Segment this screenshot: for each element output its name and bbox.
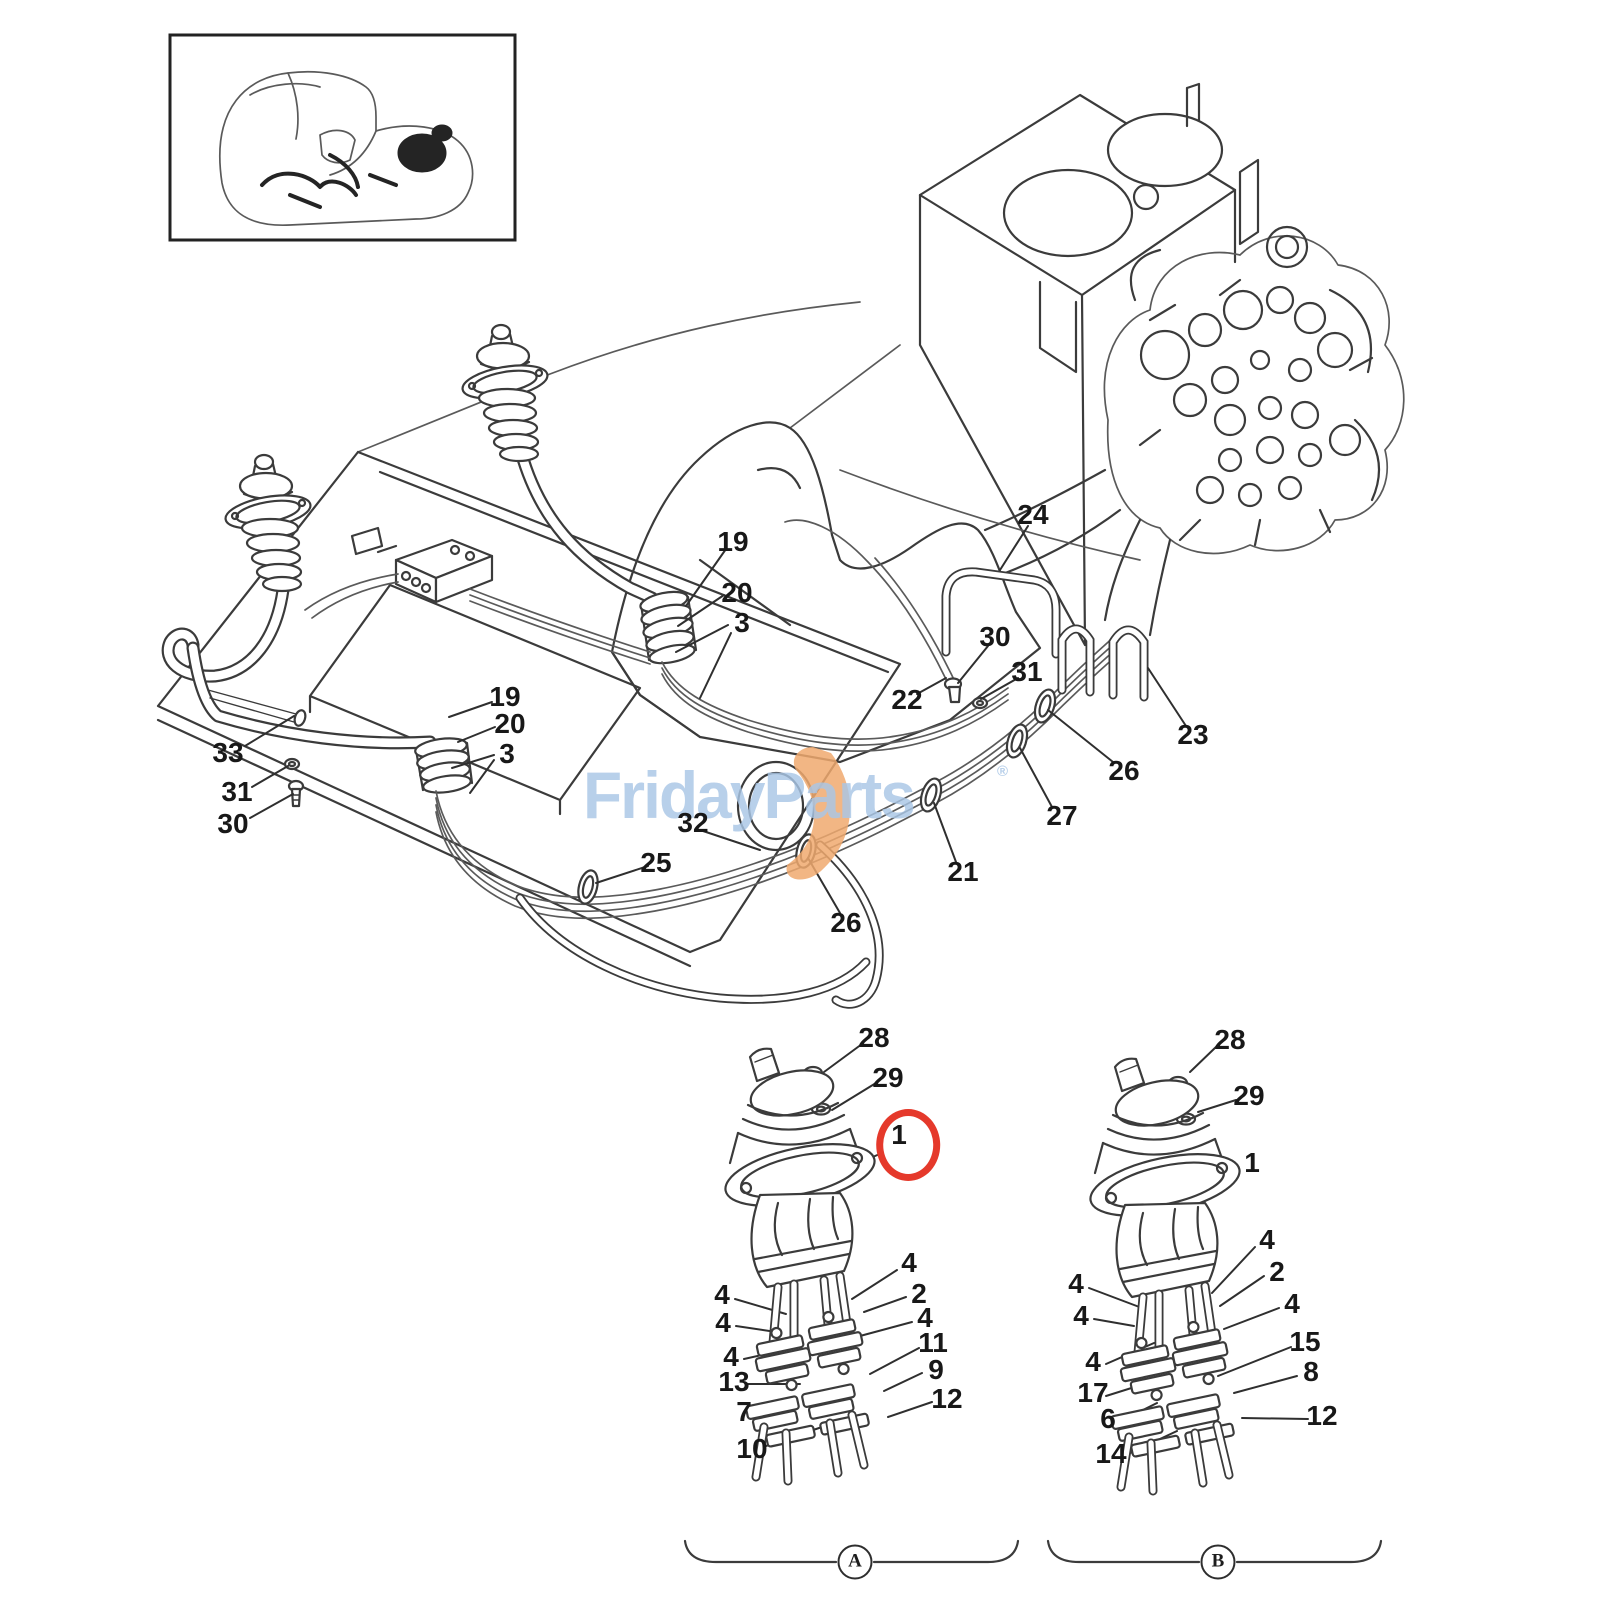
pump-cluster bbox=[983, 225, 1405, 637]
group-braces bbox=[683, 1539, 1383, 1564]
leader-lines bbox=[244, 525, 1309, 1457]
tube-guides-and-clamps bbox=[207, 519, 1149, 907]
floor-plate bbox=[156, 450, 902, 968]
manifold-block bbox=[350, 526, 494, 604]
bellows-coupler-right bbox=[639, 590, 698, 665]
valve-assembly-a bbox=[720, 1049, 880, 1481]
group-b-label: B bbox=[1200, 1544, 1236, 1580]
inset-locator bbox=[168, 33, 517, 242]
pilot-lever-left bbox=[161, 453, 437, 750]
group-a-label: A bbox=[837, 1544, 873, 1580]
console-stand bbox=[610, 421, 1042, 764]
pilot-lever-right bbox=[458, 323, 659, 605]
valve-assembly-b bbox=[1085, 1059, 1245, 1491]
hydraulic-tank bbox=[918, 82, 1260, 647]
